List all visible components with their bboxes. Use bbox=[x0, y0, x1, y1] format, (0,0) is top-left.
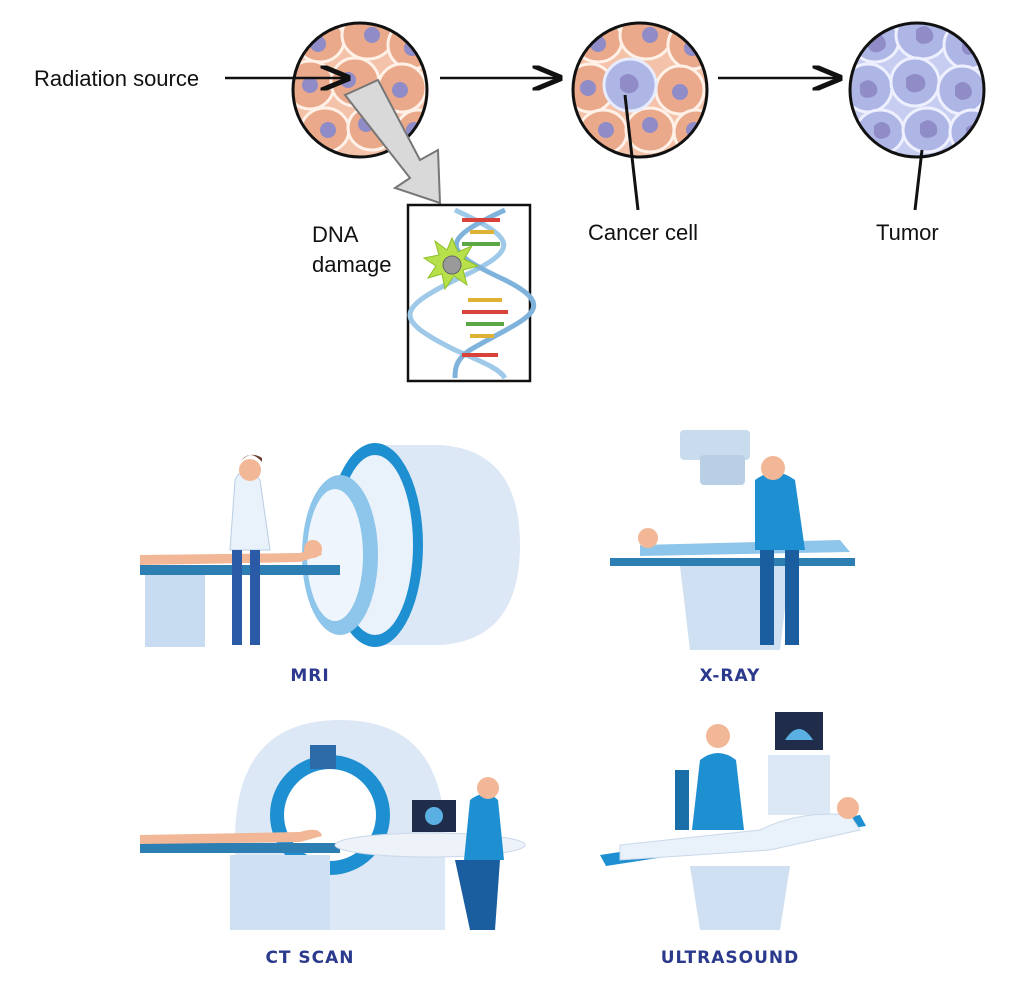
mri-illustration bbox=[140, 440, 520, 650]
cancer-cell-pointer bbox=[623, 94, 640, 211]
dna-label-line1: DNA bbox=[312, 222, 359, 247]
tumor-cluster bbox=[850, 23, 984, 157]
zoom-arrow bbox=[343, 78, 442, 205]
process-arrows bbox=[225, 78, 924, 211]
ultrasound-illustration bbox=[600, 712, 866, 930]
cancer-cell-cluster bbox=[573, 23, 707, 157]
mri-caption: MRI bbox=[290, 666, 330, 686]
radiation-source-label: Radiation source bbox=[34, 66, 200, 91]
tumor-pointer bbox=[913, 149, 924, 211]
ct-illustration bbox=[140, 720, 526, 930]
healthy-cell-cluster bbox=[293, 23, 427, 157]
ultrasound-caption: ULTRASOUND bbox=[660, 948, 800, 968]
xray-caption: X-RAY bbox=[699, 666, 761, 686]
dna-label-line2: damage bbox=[312, 252, 392, 277]
ct-caption: CT SCAN bbox=[265, 948, 355, 968]
dna-damage-box bbox=[406, 203, 537, 383]
tumor-label: Tumor bbox=[876, 220, 939, 245]
cancer-cell-label: Cancer cell bbox=[588, 220, 699, 245]
xray-illustration bbox=[610, 430, 855, 650]
